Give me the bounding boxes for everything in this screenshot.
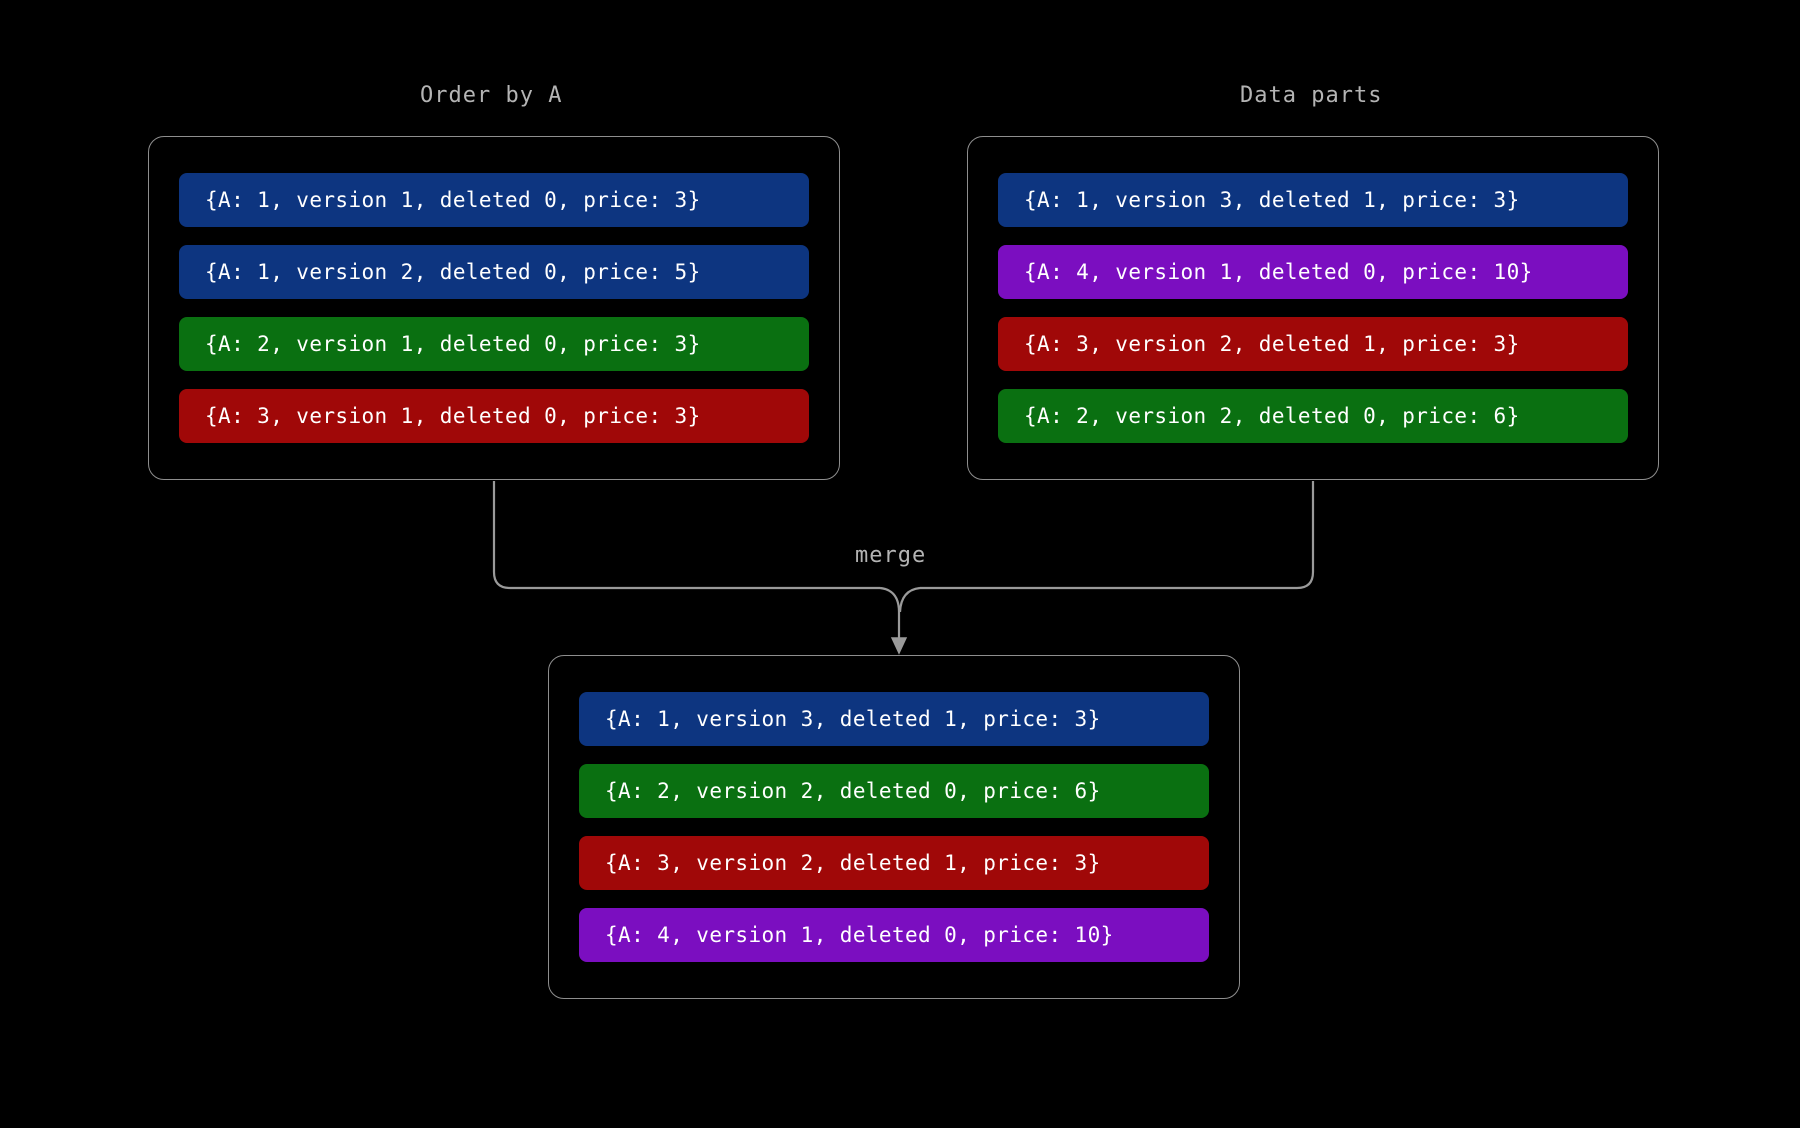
record-row: {A: 1, version 3, deleted 1, price: 3}: [579, 692, 1209, 746]
record-row: {A: 2, version 1, deleted 0, price: 3}: [179, 317, 809, 371]
edge-label-merge: merge: [855, 543, 927, 568]
record-row: {A: 3, version 1, deleted 0, price: 3}: [179, 389, 809, 443]
record-row: {A: 1, version 3, deleted 1, price: 3}: [998, 173, 1628, 227]
record-row: {A: 4, version 1, deleted 0, price: 10}: [998, 245, 1628, 299]
group-box-order-by-a: {A: 1, version 1, deleted 0, price: 3} {…: [148, 136, 840, 480]
group-title-data-parts: Data parts: [1240, 83, 1383, 108]
group-box-data-parts: {A: 1, version 3, deleted 1, price: 3} {…: [967, 136, 1659, 480]
record-row: {A: 4, version 1, deleted 0, price: 10}: [579, 908, 1209, 962]
record-row: {A: 1, version 2, deleted 0, price: 5}: [179, 245, 809, 299]
record-row: {A: 3, version 2, deleted 1, price: 3}: [579, 836, 1209, 890]
record-row: {A: 3, version 2, deleted 1, price: 3}: [998, 317, 1628, 371]
group-box-merged-result: {A: 1, version 3, deleted 1, price: 3} {…: [548, 655, 1240, 999]
edge-merge-join-right: [898, 586, 921, 613]
edge-merge-to-result: [879, 586, 908, 655]
record-row: {A: 2, version 2, deleted 0, price: 6}: [579, 764, 1209, 818]
edge-right-to-merge: [920, 481, 1315, 590]
record-row: {A: 2, version 2, deleted 0, price: 6}: [998, 389, 1628, 443]
group-title-order-by-a: Order by A: [420, 83, 563, 108]
edge-left-to-merge: [492, 481, 880, 590]
record-row: {A: 1, version 1, deleted 0, price: 3}: [179, 173, 809, 227]
